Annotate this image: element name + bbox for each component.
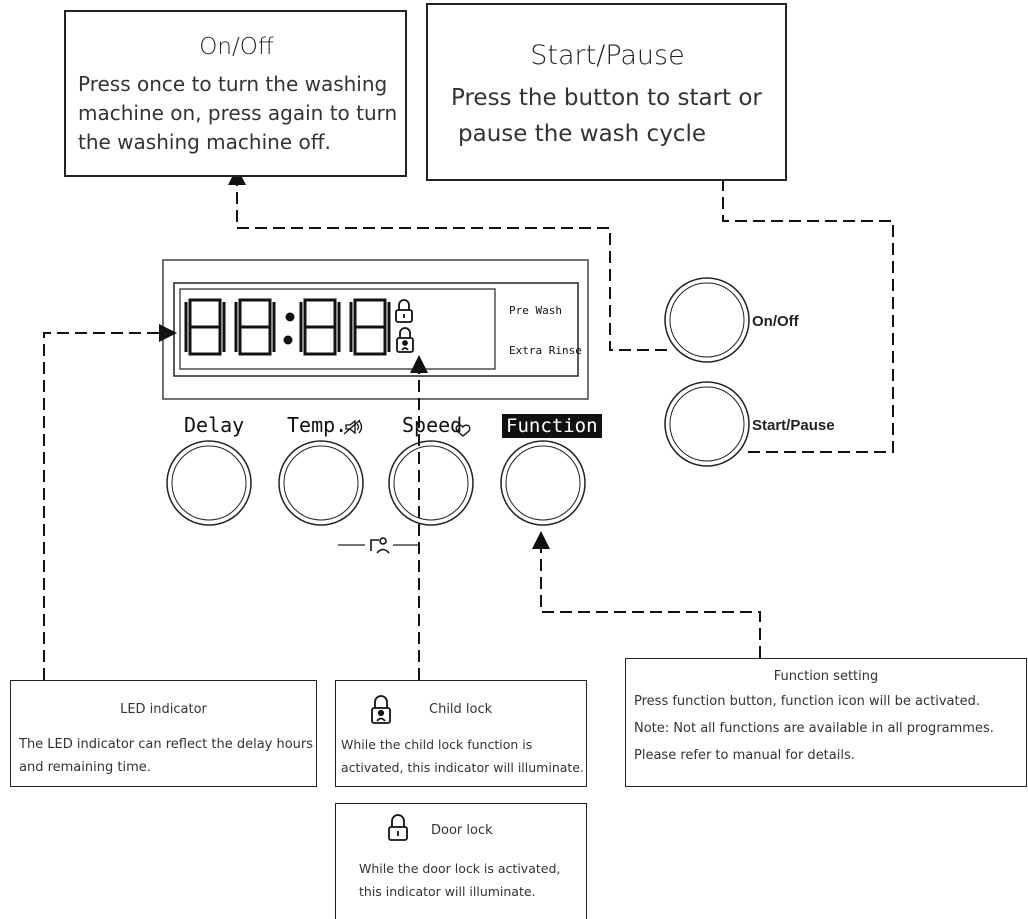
childlock-callout-box: Child lock While the child lock function…	[335, 680, 587, 787]
startpause-connector	[714, 154, 894, 453]
function-callout-box: Function setting Press function button, …	[625, 658, 1027, 787]
mute-icon	[343, 419, 363, 435]
onoff-button-circle	[664, 277, 750, 363]
function-button-circle	[500, 440, 586, 526]
childlock-callout-title: Child lock	[429, 702, 493, 717]
doorlock-callout-box: Door lock While the door lock is activat…	[335, 803, 587, 919]
function-callout-line2: Note: Not all functions are available in…	[634, 721, 994, 736]
onoff-callout-box: On/Off Press once to turn the washing ma…	[64, 10, 407, 177]
child-lock-callout-icon	[371, 695, 391, 724]
heart-icon	[455, 424, 471, 437]
startpause-callout-line1: Press the button to start or	[451, 85, 762, 111]
startpause-callout-box: Start/Pause Press the button to start or…	[426, 3, 787, 181]
childlock-callout-line2: activated, this indicator will illuminat…	[341, 760, 584, 775]
child-lock-combo-icon	[370, 537, 390, 554]
led-callout-title: LED indicator	[120, 702, 207, 717]
temp-button-label[interactable]: Temp.	[287, 413, 348, 437]
startpause-callout-title: Start/Pause	[530, 40, 685, 71]
onoff-button-label[interactable]: On/Off	[752, 313, 799, 330]
doorlock-callout-title: Door lock	[431, 823, 493, 838]
speed-button-label[interactable]: Speed	[402, 413, 463, 437]
onoff-callout-title: On/Off	[199, 34, 274, 60]
led-callout-line2: and remaining time.	[19, 760, 151, 775]
doorlock-callout-line1: While the door lock is activated,	[359, 861, 561, 876]
delay-button-label[interactable]: Delay	[184, 413, 245, 437]
startpause-button-circle	[664, 381, 750, 467]
function-connector	[532, 531, 761, 658]
childlock-callout-line1: While the child lock function is	[341, 737, 533, 752]
startpause-button-label[interactable]: Start/Pause	[752, 417, 835, 434]
onoff-connector	[228, 167, 667, 351]
led-callout-box: LED indicator The LED indicator can refl…	[10, 680, 317, 787]
child-lock-display-icon	[396, 327, 414, 353]
temp-button-circle	[278, 440, 364, 526]
control-panel-frame	[162, 259, 589, 400]
onoff-callout-line3: the washing machine off.	[78, 130, 331, 154]
function-callout-line3: Please refer to manual for details.	[634, 748, 855, 763]
seven-segment-display	[184, 298, 391, 356]
door-lock-callout-icon	[388, 814, 408, 841]
delay-button-circle	[166, 440, 252, 526]
onoff-callout-line1: Press once to turn the washing	[78, 72, 388, 96]
door-lock-display-icon	[395, 299, 413, 323]
function-callout-line1: Press function button, function icon wil…	[634, 694, 980, 709]
extra-rinse-label: Extra Rinse	[509, 344, 582, 357]
startpause-callout-line2: pause the wash cycle	[458, 121, 706, 147]
led-callout-line1: The LED indicator can reflect the delay …	[19, 737, 314, 752]
doorlock-callout-line2: this indicator will illuminate.	[359, 884, 536, 899]
led-connector	[43, 324, 177, 680]
display-digits-window	[179, 288, 496, 370]
prewash-label: Pre Wash	[509, 304, 562, 317]
speed-button-circle	[388, 440, 474, 526]
function-button-label[interactable]: Function	[502, 414, 602, 438]
onoff-callout-line2: machine on, press again to turn	[78, 101, 398, 125]
function-callout-title: Function setting	[773, 669, 879, 684]
